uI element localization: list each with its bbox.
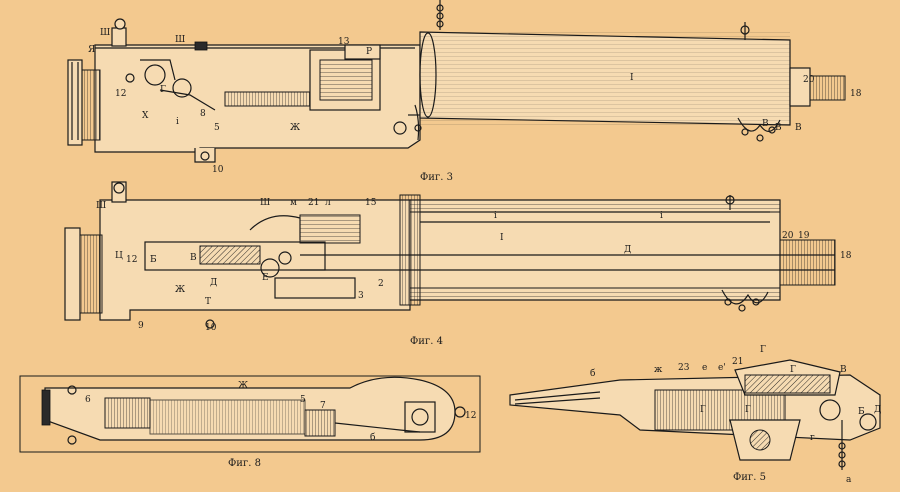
label: Д bbox=[874, 405, 881, 415]
label: Д bbox=[210, 278, 217, 288]
label: i bbox=[660, 211, 663, 221]
label: Ш bbox=[260, 198, 270, 208]
label: Г bbox=[745, 405, 751, 415]
label: В bbox=[775, 123, 782, 133]
label: I bbox=[500, 233, 504, 243]
label: 19 bbox=[798, 231, 810, 241]
label: Б bbox=[858, 407, 865, 417]
label: Ц bbox=[115, 251, 123, 261]
label: Ш bbox=[96, 201, 106, 211]
top-chain bbox=[436, 0, 444, 30]
fusee-spring-fig3 bbox=[224, 91, 311, 107]
label: Г bbox=[790, 365, 796, 375]
label: е' bbox=[718, 363, 726, 373]
label: 5 bbox=[300, 395, 306, 405]
label: Д bbox=[624, 245, 631, 255]
label: Б bbox=[150, 255, 157, 265]
figure-8-side-plate: Ж 6 5 7 б 12 bbox=[19, 375, 481, 453]
label: 9 bbox=[138, 321, 144, 331]
label: 18 bbox=[850, 89, 862, 99]
label: Е bbox=[262, 273, 269, 283]
label: 18 bbox=[840, 251, 852, 261]
label: 10 bbox=[212, 165, 224, 175]
label: 21 bbox=[732, 357, 743, 367]
figure-4-section-view: Ш Ш м 21 л 15 Ц 12 Б В Д Е Ж Т 9 10 3 2 … bbox=[64, 181, 852, 333]
label: Р bbox=[366, 47, 372, 57]
caption-fig4: Фиг. 4 bbox=[410, 336, 443, 347]
label: б bbox=[590, 368, 595, 379]
label: 2 bbox=[378, 279, 384, 289]
figure-3-exterior-view: Ш Я Ш 13 Р 12 Г Х i 8 5 Ж 10 I 20 18 В В… bbox=[67, 18, 862, 175]
label: ж bbox=[654, 365, 663, 375]
label: 12 bbox=[465, 411, 476, 421]
label: м bbox=[290, 198, 297, 208]
label: г bbox=[810, 433, 815, 443]
label: i bbox=[176, 117, 179, 127]
label: Т bbox=[205, 297, 211, 307]
label: Г bbox=[160, 85, 166, 95]
label: В bbox=[762, 119, 769, 129]
label: а bbox=[846, 475, 852, 485]
label: 20 bbox=[782, 231, 794, 241]
label: 21 bbox=[308, 198, 319, 208]
label: В bbox=[795, 123, 802, 133]
label: Г bbox=[760, 345, 766, 355]
label: 15 bbox=[365, 198, 377, 208]
label: 23 bbox=[678, 363, 690, 373]
label: 7 bbox=[320, 401, 326, 411]
label: i bbox=[494, 211, 497, 221]
label: 13 bbox=[338, 37, 350, 47]
label: Г bbox=[700, 405, 706, 415]
label: 10 bbox=[205, 323, 217, 333]
label: 3 bbox=[358, 291, 364, 301]
label: л bbox=[325, 198, 331, 208]
label: Ш bbox=[100, 28, 110, 38]
label: 6 bbox=[85, 395, 91, 405]
caption-fig5: Фиг. 5 bbox=[733, 472, 766, 483]
label: I bbox=[630, 73, 634, 83]
label: 8 bbox=[200, 109, 206, 119]
caption-fig8: Фиг. 8 bbox=[228, 458, 261, 469]
label: 12 bbox=[126, 255, 137, 265]
label: 5 bbox=[214, 123, 220, 133]
label: Ж bbox=[175, 285, 185, 295]
label: б bbox=[370, 432, 375, 443]
label: В bbox=[190, 253, 197, 263]
label: Я bbox=[88, 45, 95, 55]
label: 12 bbox=[115, 89, 126, 99]
label: Ж bbox=[238, 381, 248, 391]
label: Ж bbox=[290, 123, 300, 133]
label: 20 bbox=[803, 75, 815, 85]
label: Х bbox=[142, 111, 149, 121]
label: Ш bbox=[175, 35, 185, 45]
label: В bbox=[840, 365, 847, 375]
caption-fig3: Фиг. 3 bbox=[420, 172, 453, 183]
figure-5-lock-section: б ж 23 е е' 21 Г Г В Д Б Г Г а г bbox=[509, 345, 881, 485]
label: е bbox=[702, 363, 707, 373]
